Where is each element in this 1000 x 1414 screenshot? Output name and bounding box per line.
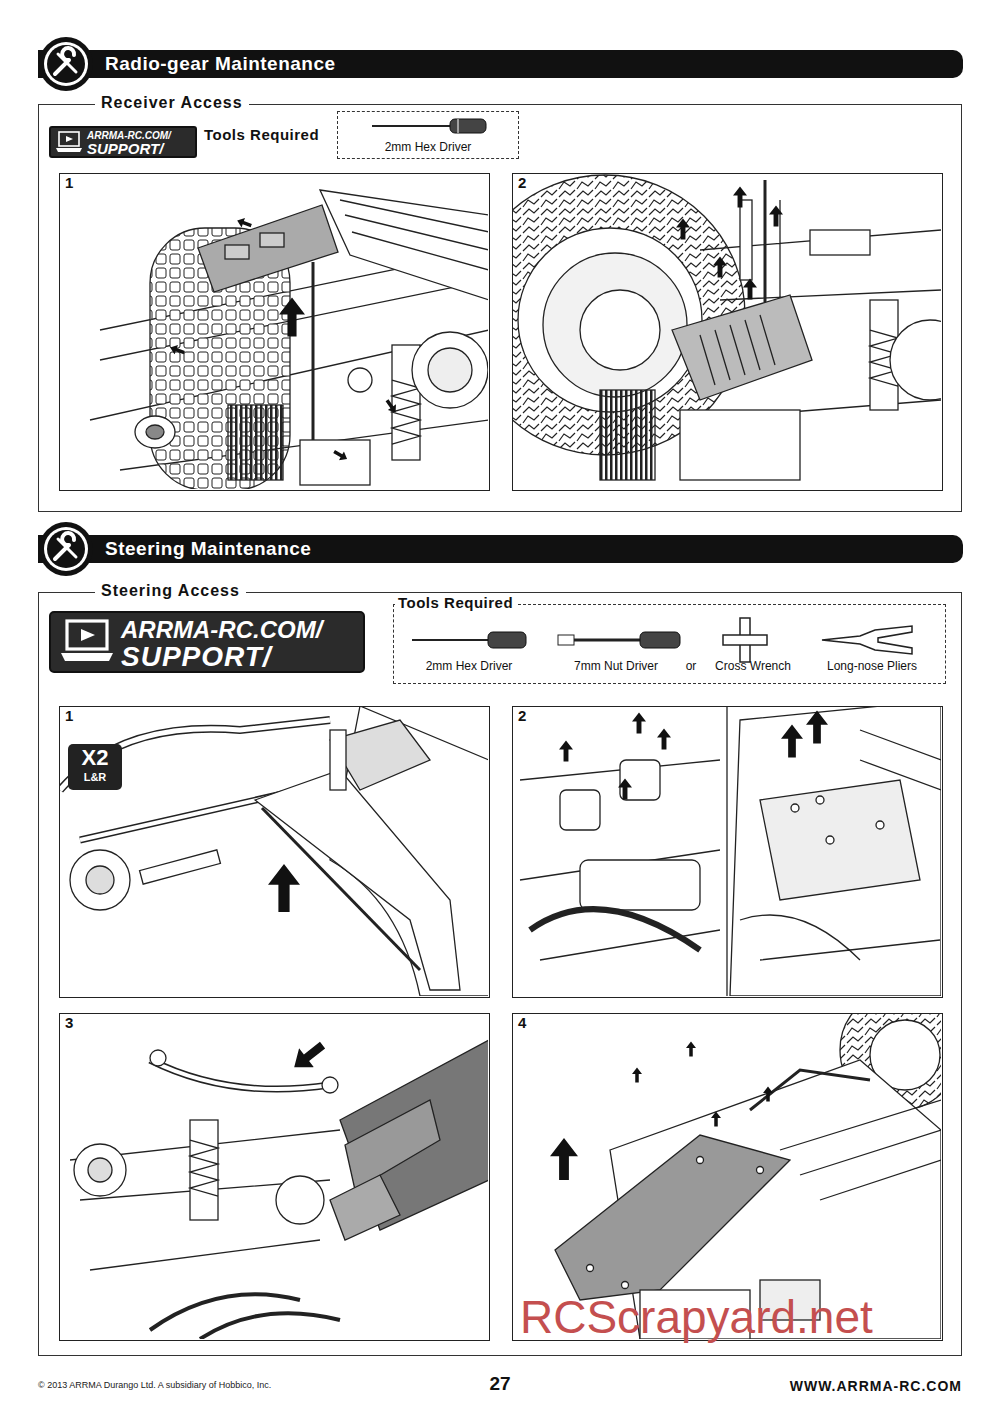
icon-ring bbox=[44, 527, 88, 571]
section-band: Radio-gear Maintenance bbox=[38, 50, 963, 78]
step-panel: 2 bbox=[512, 706, 943, 998]
tools-box: Tools Required2mm Hex Driver7mm Nut Driv… bbox=[391, 604, 946, 684]
receiver-illustration-1 bbox=[90, 190, 488, 489]
label-text: Steering Maintenance bbox=[105, 538, 311, 560]
watermark: RCScrapyard.net bbox=[520, 1290, 873, 1344]
label-text: 7mm Nut Driver bbox=[574, 660, 658, 674]
tool-icons bbox=[412, 618, 912, 662]
label-text: L&R bbox=[84, 771, 107, 784]
callout-number: 2 bbox=[515, 174, 529, 191]
icon-core bbox=[47, 45, 85, 83]
receiver-illustration-2 bbox=[512, 175, 941, 480]
icon-core bbox=[47, 530, 85, 568]
hex-driver-icon bbox=[372, 119, 486, 133]
label-text: Steering Access bbox=[95, 582, 246, 600]
quantity-badge: X2L&R bbox=[68, 744, 122, 790]
label-text: SUPPORT/ bbox=[87, 140, 163, 157]
section-frame: Receiver AccessARRMA-RC.COM/SUPPORT/Tool… bbox=[38, 104, 962, 512]
play-symbol bbox=[81, 629, 95, 641]
icon-ring bbox=[39, 522, 93, 576]
screwdriver-symbol bbox=[58, 54, 76, 72]
step-panel: 1 bbox=[59, 173, 490, 491]
laptop-icon bbox=[59, 619, 115, 663]
steering-illustration-2 bbox=[520, 706, 941, 996]
label-text: or bbox=[686, 660, 697, 674]
icon-ring bbox=[39, 37, 93, 91]
section-icon bbox=[38, 521, 94, 577]
laptop-screen bbox=[59, 132, 79, 146]
copyright-note: © 2013 ARRMA Durango Ltd. A subsidiary o… bbox=[38, 1380, 271, 1390]
label-text: ARRMA-RC.COM/ bbox=[121, 616, 322, 644]
callout-number: 1 bbox=[62, 707, 76, 724]
label-text: Cross Wrench bbox=[715, 660, 791, 674]
label-text: 2mm Hex Driver bbox=[426, 660, 513, 674]
section-frame: Steering AccessARRMA-RC.COM/SUPPORT/Tool… bbox=[38, 592, 962, 1356]
screwdriver-symbol bbox=[58, 539, 76, 557]
laptop-icon bbox=[55, 131, 83, 153]
support-badge: ARRMA-RC.COM/SUPPORT/ bbox=[49, 611, 365, 673]
label-text: Receiver Access bbox=[95, 94, 249, 112]
page-number: 27 bbox=[489, 1373, 510, 1395]
laptop-base bbox=[56, 148, 82, 152]
step-panel: 1X2L&R bbox=[59, 706, 490, 998]
tools-box: Tools Required 2mm Hex Driver bbox=[201, 111, 519, 159]
laptop-base bbox=[61, 653, 113, 661]
label-text: SUPPORT/ bbox=[121, 641, 272, 673]
label-text: Tools Required bbox=[204, 126, 319, 143]
label-text: Radio-gear Maintenance bbox=[105, 53, 336, 75]
website-url: WWW.ARRMA-RC.COM bbox=[790, 1378, 962, 1394]
step-panel: 2 bbox=[512, 173, 943, 491]
section-icon bbox=[38, 36, 94, 92]
callout-number: 2 bbox=[515, 707, 529, 724]
play-symbol bbox=[66, 136, 73, 142]
laptop-screen bbox=[67, 621, 107, 649]
callout-number: 4 bbox=[515, 1014, 529, 1031]
steering-illustration-4 bbox=[555, 1013, 941, 1339]
support-badge: ARRMA-RC.COM/SUPPORT/ bbox=[49, 126, 197, 158]
label-text: Long-nose Pliers bbox=[827, 660, 917, 674]
icon-ring bbox=[44, 42, 88, 86]
section-band: Steering Maintenance bbox=[38, 535, 963, 563]
label-text: X2 bbox=[82, 745, 109, 770]
callout-number: 3 bbox=[62, 1014, 76, 1031]
steering-illustration-1 bbox=[60, 706, 488, 996]
steering-illustration-3 bbox=[70, 1040, 488, 1339]
callout-number: 1 bbox=[62, 174, 76, 191]
label-text: ARRMA-RC.COM/ bbox=[87, 130, 171, 142]
label-text: 2mm Hex Driver bbox=[385, 141, 472, 155]
label-text: Tools Required bbox=[395, 594, 516, 611]
step-panel: 3 bbox=[59, 1013, 490, 1341]
